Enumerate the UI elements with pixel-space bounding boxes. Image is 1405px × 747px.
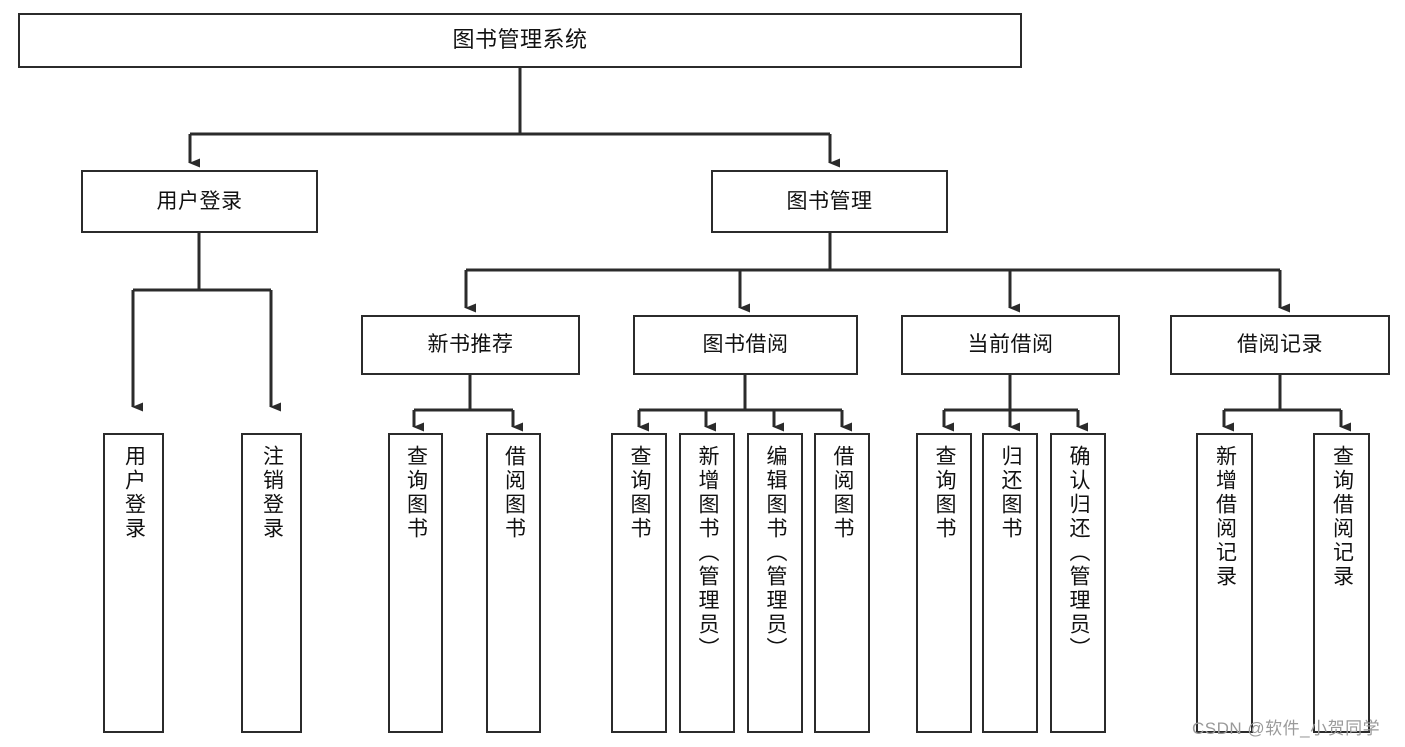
node-label: 图书管理系统 bbox=[452, 27, 588, 53]
node-label: 图书借阅 bbox=[702, 333, 789, 357]
leaf-label: 借阅图书 bbox=[831, 445, 855, 541]
node-book-management[interactable]: 图书管理 bbox=[711, 170, 948, 233]
node-book-borrow[interactable]: 图书借阅 bbox=[633, 315, 858, 375]
leaf-current-borrow-confirm-return-admin[interactable]: 确认归还（管理员） bbox=[1050, 433, 1106, 733]
node-borrow-record[interactable]: 借阅记录 bbox=[1170, 315, 1390, 375]
node-root-book-management-system[interactable]: 图书管理系统 bbox=[18, 13, 1022, 68]
node-user-login[interactable]: 用户登录 bbox=[81, 170, 318, 233]
node-label: 借阅记录 bbox=[1237, 333, 1323, 357]
leaf-label: 新增借阅记录 bbox=[1213, 445, 1237, 589]
leaf-label: 查询借阅记录 bbox=[1330, 445, 1354, 589]
leaf-book-borrow-add-book-admin[interactable]: 新增图书（管理员） bbox=[679, 433, 735, 733]
leaf-current-borrow-return-book[interactable]: 归还图书 bbox=[982, 433, 1038, 733]
csdn-watermark: CSDN @软件_小贺同学 bbox=[1192, 714, 1380, 739]
leaf-label: 借阅图书 bbox=[502, 445, 526, 541]
node-label: 用户登录 bbox=[156, 189, 243, 213]
leaf-label: 查询图书 bbox=[933, 445, 957, 541]
node-new-book-recommend[interactable]: 新书推荐 bbox=[361, 315, 580, 375]
node-current-borrow[interactable]: 当前借阅 bbox=[901, 315, 1120, 375]
node-label: 图书管理 bbox=[786, 189, 873, 213]
leaf-label: 编辑图书（管理员） bbox=[764, 445, 788, 661]
leaf-borrow-record-query-record[interactable]: 查询借阅记录 bbox=[1313, 433, 1370, 733]
leaf-label: 新增图书（管理员） bbox=[696, 445, 720, 661]
leaf-label: 归还图书 bbox=[999, 445, 1023, 541]
leaf-book-borrow-borrow-book[interactable]: 借阅图书 bbox=[814, 433, 870, 733]
leaf-label: 查询图书 bbox=[404, 445, 428, 541]
leaf-label: 用户登录 bbox=[122, 445, 146, 541]
leaf-label: 确认归还（管理员） bbox=[1067, 445, 1091, 661]
node-label: 当前借阅 bbox=[967, 333, 1054, 357]
leaf-current-borrow-query-book[interactable]: 查询图书 bbox=[916, 433, 972, 733]
leaf-label: 查询图书 bbox=[628, 445, 652, 541]
node-label: 新书推荐 bbox=[427, 333, 514, 357]
watermark-text: CSDN @软件_小贺同学 bbox=[1192, 719, 1381, 738]
leaf-user-login-logout[interactable]: 注销登录 bbox=[241, 433, 302, 733]
leaf-user-login-login[interactable]: 用户登录 bbox=[103, 433, 164, 733]
leaf-label: 注销登录 bbox=[260, 445, 284, 541]
leaf-new-book-borrow-book[interactable]: 借阅图书 bbox=[486, 433, 541, 733]
leaf-borrow-record-add-record[interactable]: 新增借阅记录 bbox=[1196, 433, 1253, 733]
leaf-new-book-query-book[interactable]: 查询图书 bbox=[388, 433, 443, 733]
leaf-book-borrow-edit-book-admin[interactable]: 编辑图书（管理员） bbox=[747, 433, 803, 733]
leaf-book-borrow-query-book[interactable]: 查询图书 bbox=[611, 433, 667, 733]
